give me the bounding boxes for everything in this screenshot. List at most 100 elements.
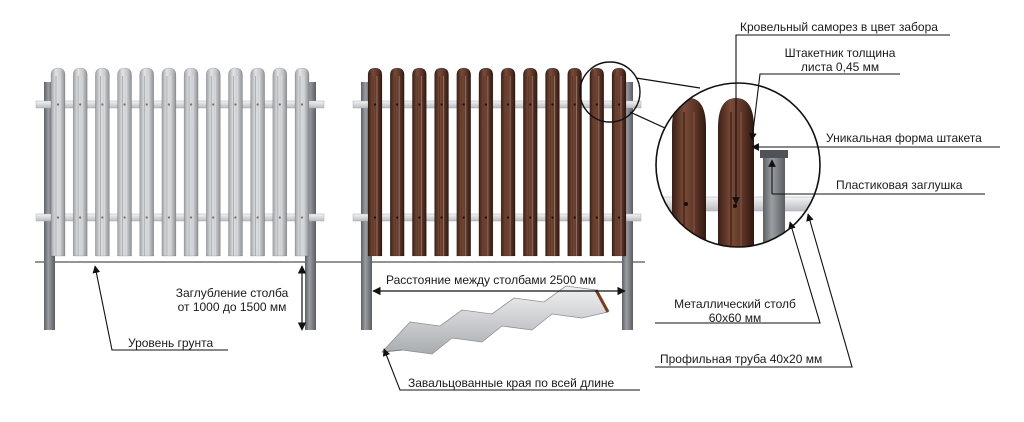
brown-screw <box>529 216 532 219</box>
brown-screw <box>573 103 576 106</box>
brown-picket <box>456 67 471 257</box>
grey-screw <box>167 103 171 106</box>
brown-screw <box>396 103 399 106</box>
zoom-connector-bottom <box>629 111 666 129</box>
brown-picket <box>500 67 516 257</box>
brown-fence <box>352 67 642 330</box>
grey-screw <box>167 216 171 219</box>
grey-picket <box>206 67 221 257</box>
grey-screw <box>145 103 148 106</box>
brown-picket <box>611 67 627 257</box>
grey-picket <box>183 67 199 257</box>
edges-leader <box>382 348 640 391</box>
brown-screw <box>418 216 421 219</box>
depth-label-line2: от 1000 до 1500 мм <box>177 300 287 314</box>
brown-screw <box>484 103 488 106</box>
thickness-label-line2: листа 0,45 мм <box>800 60 880 74</box>
grey-screw <box>123 103 126 106</box>
grey-screw <box>56 103 60 106</box>
grey-screw <box>278 216 281 219</box>
brown-post-right <box>622 82 633 330</box>
brown-screw <box>462 103 465 106</box>
grey-screw <box>234 216 237 219</box>
post-label-line2: 60x60 мм <box>708 311 762 325</box>
pipe-label: Профильная труба 40x20 мм <box>660 352 823 366</box>
zoom-circle-border <box>655 82 821 248</box>
zoom-detail <box>656 83 820 247</box>
grey-screw <box>145 216 148 219</box>
brown-screw <box>462 216 465 219</box>
brown-picket <box>478 67 494 257</box>
grey-screw <box>101 103 104 106</box>
profiled-sheet <box>380 285 610 355</box>
distance-label: Расстояние между столбами 2500 мм <box>386 273 597 287</box>
grey-post-right <box>305 82 316 330</box>
brown-screw <box>595 103 598 106</box>
grey-screw <box>101 216 104 219</box>
thickness-leader <box>749 73 900 141</box>
brown-screw <box>484 216 488 219</box>
grey-picket <box>272 67 288 257</box>
grey-picket <box>228 67 243 257</box>
grey-post-left <box>44 82 55 330</box>
brown-rail-bottom <box>352 213 642 222</box>
brown-screw <box>440 216 443 219</box>
brown-screw <box>506 103 510 106</box>
grey-screw <box>56 216 60 219</box>
brown-screw <box>396 216 399 219</box>
brown-rail-top <box>352 100 642 109</box>
edges-label: Завальцованные края по всей длине <box>408 376 615 390</box>
brown-screw <box>373 103 377 106</box>
brown-screw <box>373 216 377 219</box>
brown-picket <box>567 67 582 257</box>
brown-screw <box>440 103 443 106</box>
zoom-connector-top <box>635 77 701 89</box>
grey-screw <box>79 216 82 219</box>
grey-screw <box>300 103 304 106</box>
brown-screw <box>573 216 576 219</box>
grey-screw <box>278 103 281 106</box>
depth-label-line1: Заглубление столба <box>175 286 289 300</box>
thickness-label-line1: Штакетник толщина <box>784 46 896 60</box>
grey-rail-top <box>35 100 325 109</box>
cap-label: Пластиковая заглушка <box>836 178 963 192</box>
post-label-line1: Металлический столб <box>674 297 796 311</box>
grey-picket <box>72 67 88 257</box>
screw-leader <box>732 34 950 205</box>
grey-screw <box>189 103 193 106</box>
detail-highlight-circle <box>579 61 641 123</box>
grey-picket <box>95 67 110 257</box>
grey-screw <box>79 103 82 106</box>
grey-rail-bottom <box>35 213 325 222</box>
post-leader <box>655 221 821 324</box>
pipe-leader <box>655 213 853 368</box>
brown-picket <box>545 67 560 257</box>
grey-picket <box>117 67 132 257</box>
shape-label: Уникальная форма штакета <box>826 131 982 145</box>
grey-picket <box>250 67 265 257</box>
brown-screw <box>418 103 421 106</box>
brown-screw <box>617 103 621 106</box>
grey-picket <box>50 67 66 257</box>
screw-label: Кровельный саморез в цвет забора <box>740 20 938 34</box>
ground-label: Уровень грунта <box>128 336 214 350</box>
brown-screw <box>506 216 510 219</box>
brown-screw <box>617 216 621 219</box>
brown-picket <box>412 67 427 257</box>
brown-picket <box>434 67 449 257</box>
grey-screw <box>212 216 215 219</box>
grey-picket <box>294 67 310 257</box>
brown-screw <box>551 216 554 219</box>
brown-screw <box>529 103 532 106</box>
grey-screw <box>212 103 215 106</box>
grey-picket <box>139 67 154 257</box>
grey-screw <box>300 216 304 219</box>
grey-screw <box>256 103 259 106</box>
brown-picket <box>367 67 383 257</box>
grey-screw <box>256 216 259 219</box>
grey-screw <box>123 216 126 219</box>
brown-screw <box>595 216 598 219</box>
brown-picket <box>523 67 538 257</box>
grey-screw <box>189 216 193 219</box>
